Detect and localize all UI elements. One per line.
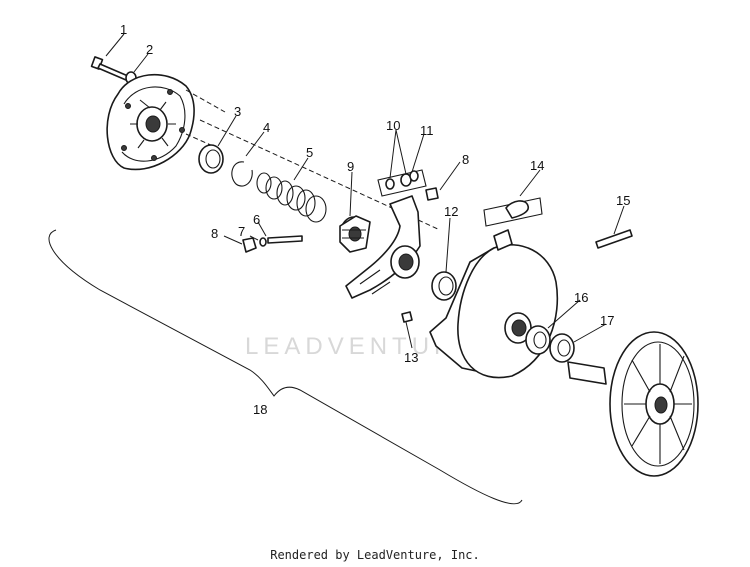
callout-17: 17	[600, 313, 614, 328]
part-fixed-sheave	[567, 331, 699, 477]
callout-18: 18	[253, 402, 267, 417]
callout-5: 5	[306, 145, 313, 160]
callout-1: 1	[120, 22, 127, 37]
part-4-snap-ring	[231, 161, 253, 187]
part-13-nut	[401, 311, 413, 323]
part-8-nut-right	[425, 187, 439, 201]
callout-13: 13	[404, 350, 418, 365]
assembly-18-brace	[48, 229, 523, 505]
part-8-nut-left	[242, 237, 257, 253]
part-15-pin	[595, 229, 633, 249]
callout-11: 11	[420, 123, 434, 138]
part-16-ring	[525, 325, 551, 355]
callout-10: 10	[386, 118, 400, 133]
callout-2: 2	[146, 42, 153, 57]
part-spider-arm	[345, 195, 421, 299]
part-10-11-clip-set	[377, 169, 427, 197]
callout-leaders	[105, 33, 625, 349]
callout-9: 9	[347, 159, 354, 174]
callout-8-right: 8	[462, 152, 469, 167]
footer-credit: Rendered by LeadVenture, Inc.	[270, 548, 480, 562]
callout-8-left: 8	[211, 226, 218, 241]
callout-14: 14	[530, 158, 544, 173]
part-12-ring	[431, 271, 457, 301]
callout-6: 6	[253, 212, 260, 227]
callout-12: 12	[444, 204, 458, 219]
callout-7: 7	[238, 224, 245, 239]
part-9-roller	[339, 215, 371, 253]
part-sheave	[429, 229, 559, 379]
part-3-bushing	[198, 144, 224, 174]
part-7-bolt	[259, 237, 267, 247]
part-1-bolt	[90, 56, 129, 81]
part-6-pin	[267, 235, 303, 244]
part-17-ring	[549, 333, 575, 363]
part-14-bracket	[483, 197, 543, 227]
part-cover	[106, 73, 226, 171]
callout-15: 15	[616, 193, 630, 208]
callout-3: 3	[234, 104, 241, 119]
part-5-spring	[256, 172, 327, 223]
callout-16: 16	[574, 290, 588, 305]
callout-4: 4	[263, 120, 270, 135]
